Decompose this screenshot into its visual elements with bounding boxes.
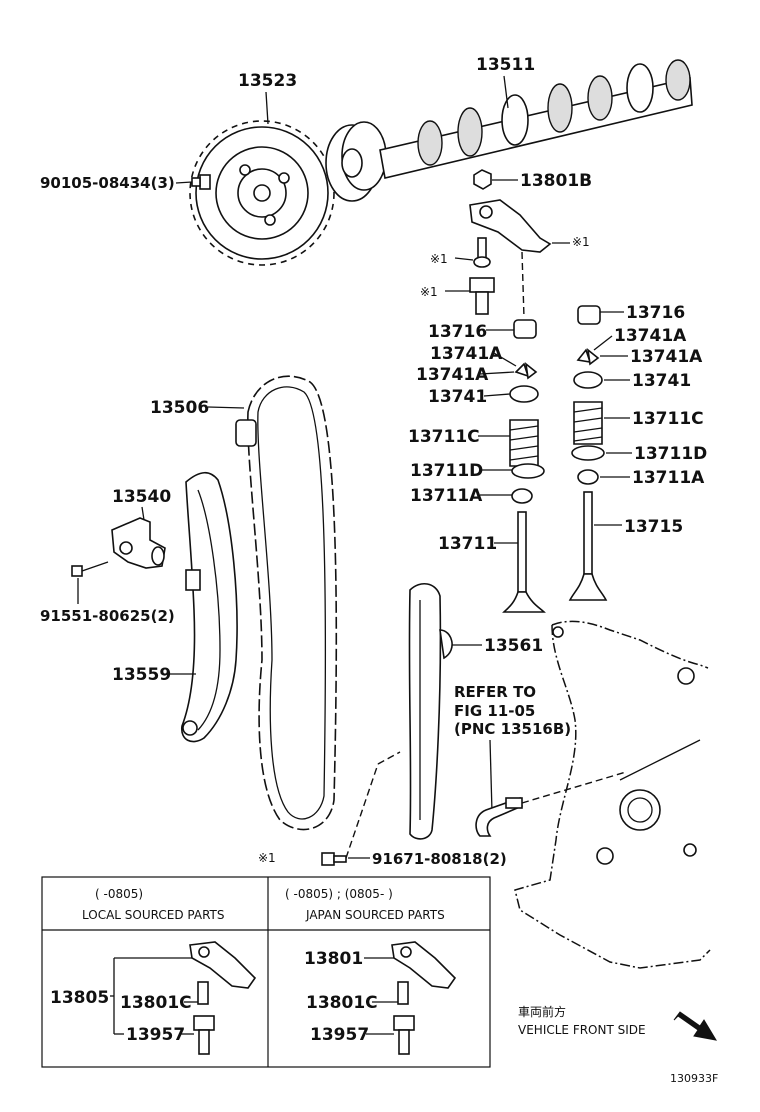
valve-stack-right bbox=[568, 305, 608, 601]
label-91551-80625: 91551-80625(2) bbox=[40, 607, 175, 625]
label-13561: 13561 bbox=[484, 636, 543, 656]
japan-rocker-arm bbox=[391, 941, 457, 1055]
tensioner-bolt bbox=[71, 561, 109, 577]
label-13741-left: 13741 bbox=[428, 387, 487, 407]
oil-pipe bbox=[475, 796, 523, 837]
chain-damper bbox=[408, 583, 453, 840]
label-13741A-left-1: 13741A bbox=[430, 344, 503, 364]
mark-1b: ※1 bbox=[430, 252, 448, 266]
label-91671-80818: 91671-80818(2) bbox=[372, 850, 507, 868]
label-13506: 13506 bbox=[150, 398, 209, 418]
label-13711A-left: 13711A bbox=[410, 486, 483, 506]
lash-adjuster-bolt bbox=[473, 237, 491, 268]
label-13801: 13801 bbox=[304, 949, 363, 969]
vehicle-front-jp: 車両前方 bbox=[518, 1004, 566, 1019]
label-13741-right: 13741 bbox=[632, 371, 691, 391]
chain-slipper bbox=[181, 471, 238, 743]
label-13711C-right: 13711C bbox=[632, 409, 704, 429]
figure-code: 130933F bbox=[670, 1072, 718, 1085]
table-left-title: LOCAL SOURCED PARTS bbox=[82, 908, 224, 922]
timing-chain bbox=[235, 375, 338, 831]
table-right-range: ( -0805) ; (0805- ) bbox=[285, 887, 393, 901]
mark-1a: ※1 bbox=[572, 235, 590, 249]
label-13801C-left: 13801C bbox=[120, 993, 192, 1013]
refer-line-3: (PNC 13516B) bbox=[454, 720, 571, 738]
label-13801B: 13801B bbox=[520, 171, 592, 191]
damper-bolt bbox=[321, 852, 347, 866]
label-13741A-right-1: 13741A bbox=[614, 326, 687, 346]
vehicle-front-en: VEHICLE FRONT SIDE bbox=[518, 1023, 646, 1037]
label-13801C-right: 13801C bbox=[306, 993, 378, 1013]
label-13711D-right: 13711D bbox=[634, 444, 707, 464]
label-13957-right: 13957 bbox=[310, 1025, 369, 1045]
engine-block-outline bbox=[514, 620, 711, 969]
front-arrow-icon bbox=[673, 1011, 717, 1041]
label-13559: 13559 bbox=[112, 665, 171, 685]
label-13711: 13711 bbox=[438, 534, 497, 554]
label-13523: 13523 bbox=[238, 71, 297, 91]
label-13511: 13511 bbox=[476, 55, 535, 75]
label-13711D-left: 13711D bbox=[410, 461, 483, 481]
table-right-title: JAPAN SOURCED PARTS bbox=[305, 908, 445, 922]
mark-1c: ※1 bbox=[420, 285, 438, 299]
refer-line-1: REFER TO bbox=[454, 683, 536, 701]
reference-table bbox=[41, 876, 491, 1068]
adjust-nut-13801b bbox=[473, 169, 492, 190]
table-left-range: ( -0805) bbox=[95, 887, 143, 901]
refer-line-2: FIG 11-05 bbox=[454, 702, 535, 720]
mark-1d: ※1 bbox=[258, 851, 276, 865]
lash-adjuster bbox=[469, 277, 495, 315]
camshaft bbox=[325, 59, 693, 202]
label-13716-right: 13716 bbox=[626, 303, 685, 323]
label-13540: 13540 bbox=[112, 487, 171, 507]
label-13711C-left: 13711C bbox=[408, 427, 480, 447]
rocker-arm bbox=[469, 199, 552, 253]
label-13957-left: 13957 bbox=[126, 1025, 185, 1045]
chain-tensioner bbox=[111, 517, 166, 569]
label-90105-08434: 90105-08434(3) bbox=[40, 174, 175, 192]
label-13711A-right: 13711A bbox=[632, 468, 705, 488]
camshaft-sprocket bbox=[189, 120, 335, 266]
label-13715: 13715 bbox=[624, 517, 683, 537]
label-13741A-right-2: 13741A bbox=[630, 347, 703, 367]
label-13741A-left-2: 13741A bbox=[416, 365, 489, 385]
label-13805: 13805 bbox=[50, 988, 109, 1008]
local-rocker-arm bbox=[189, 941, 257, 1055]
label-13716-left: 13716 bbox=[428, 322, 487, 342]
valve-stack-left bbox=[502, 319, 546, 613]
